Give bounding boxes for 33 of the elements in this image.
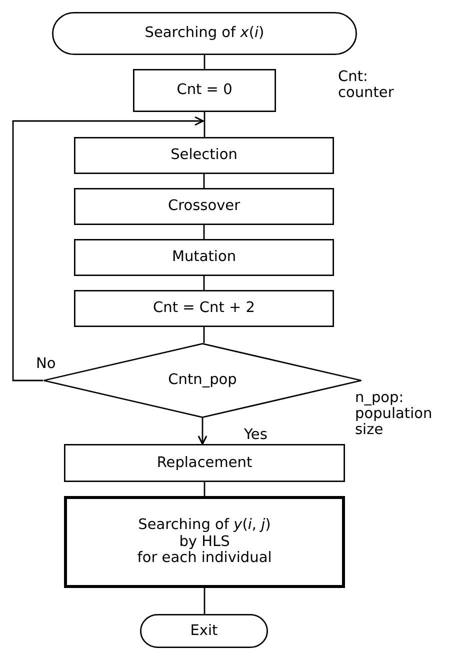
node-text: Selection xyxy=(170,147,238,164)
process-box xyxy=(74,239,334,276)
annotation-text: Cnt: counter xyxy=(338,70,395,102)
node-text: Searching of x(i) xyxy=(144,25,264,42)
node-text: Crossover xyxy=(168,198,240,215)
arrow xyxy=(12,116,204,382)
annotation-text: n_pop: population size xyxy=(355,391,434,439)
process-box xyxy=(74,188,334,225)
end-terminal xyxy=(140,614,268,648)
node-text: by HLS xyxy=(179,534,230,550)
connector-line xyxy=(203,327,205,343)
connector-line xyxy=(204,588,206,614)
connector-line xyxy=(204,55,206,69)
node-text: Mutation xyxy=(172,249,236,266)
process-box xyxy=(64,444,345,482)
process-box xyxy=(64,496,345,588)
connector-line xyxy=(204,482,206,496)
connector-line xyxy=(203,225,205,239)
connector-line xyxy=(203,276,205,290)
connector-line xyxy=(203,174,205,188)
node-text: Cntn_pop xyxy=(168,372,237,389)
process-box xyxy=(74,137,334,174)
node-text: Searching of y(i, j) xyxy=(138,516,271,534)
process-box xyxy=(133,69,276,112)
arrow xyxy=(198,418,208,445)
connector-line xyxy=(204,112,206,137)
node-text: Replacement xyxy=(156,454,252,472)
node-text: for each individual xyxy=(137,550,272,567)
process-box xyxy=(74,290,334,327)
start-terminal xyxy=(52,12,357,55)
node-text: Cnt = 0 xyxy=(176,82,232,99)
node-text: Cnt = Cnt + 2 xyxy=(153,300,255,317)
node-text: Exit xyxy=(190,622,218,640)
